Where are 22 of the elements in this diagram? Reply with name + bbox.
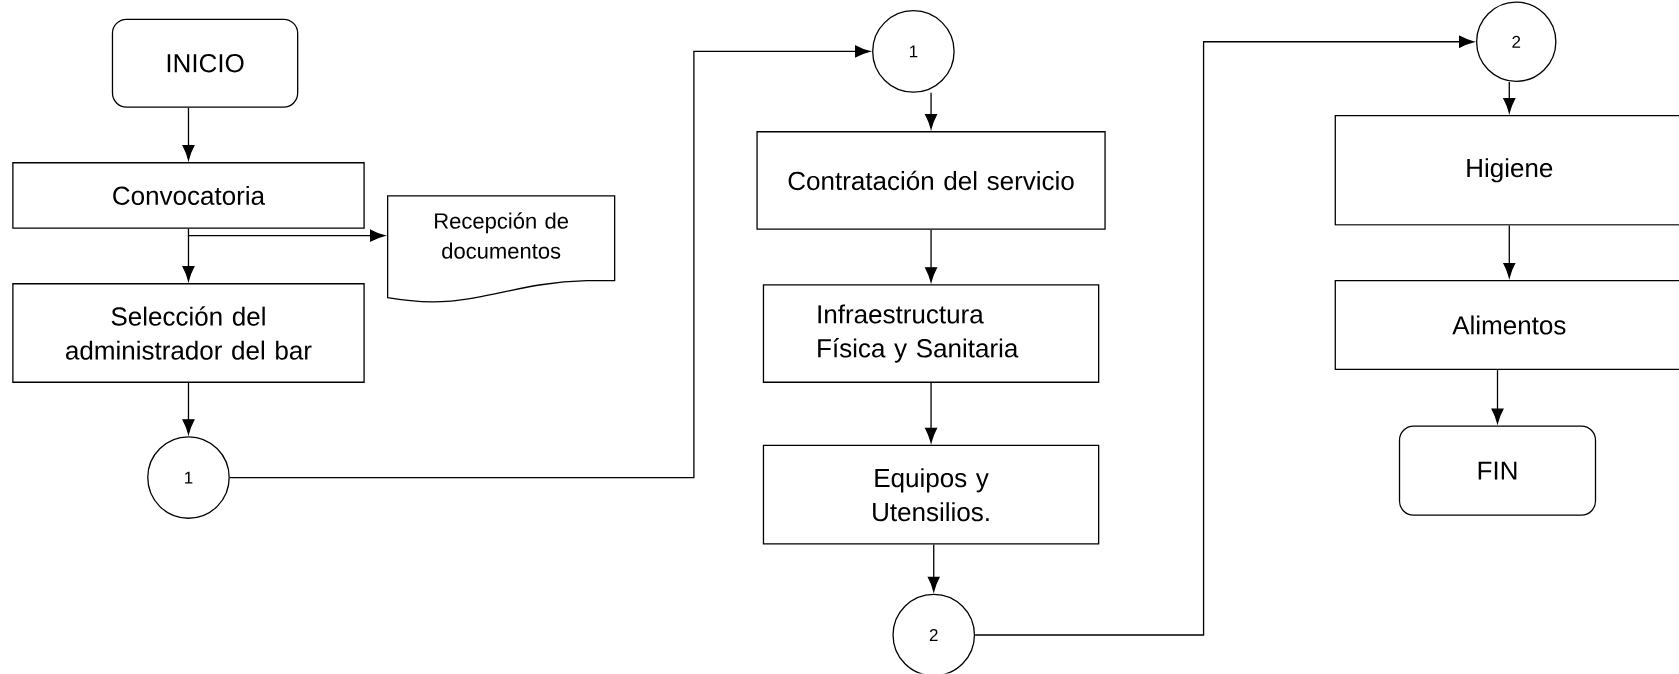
arrow [1503, 81, 1516, 114]
terminal-box: FIN [1398, 425, 1597, 516]
process-box: Convocatoria [12, 162, 365, 229]
arrow [1503, 225, 1516, 279]
process-box: Equipos y Utensilios. [762, 445, 1100, 545]
arrow [925, 229, 938, 283]
arrow [182, 107, 195, 161]
process-box: Contratación del servicio [756, 131, 1106, 230]
arrow [1491, 369, 1504, 424]
arrow [182, 228, 195, 282]
process-box: Selección del administrador del bar [12, 283, 365, 384]
process-box: Alimentos [1334, 280, 1679, 371]
arrow [925, 92, 938, 130]
terminal-box: INICIO [111, 18, 299, 108]
arrow [182, 382, 195, 435]
arrow [927, 544, 940, 592]
arrow [974, 36, 1474, 636]
arrow [925, 382, 938, 444]
process-box: Higiene [1334, 115, 1679, 226]
process-box: Infraestructura Física y Sanitaria [762, 284, 1100, 384]
arrow [187, 229, 385, 242]
arrow [229, 45, 871, 479]
